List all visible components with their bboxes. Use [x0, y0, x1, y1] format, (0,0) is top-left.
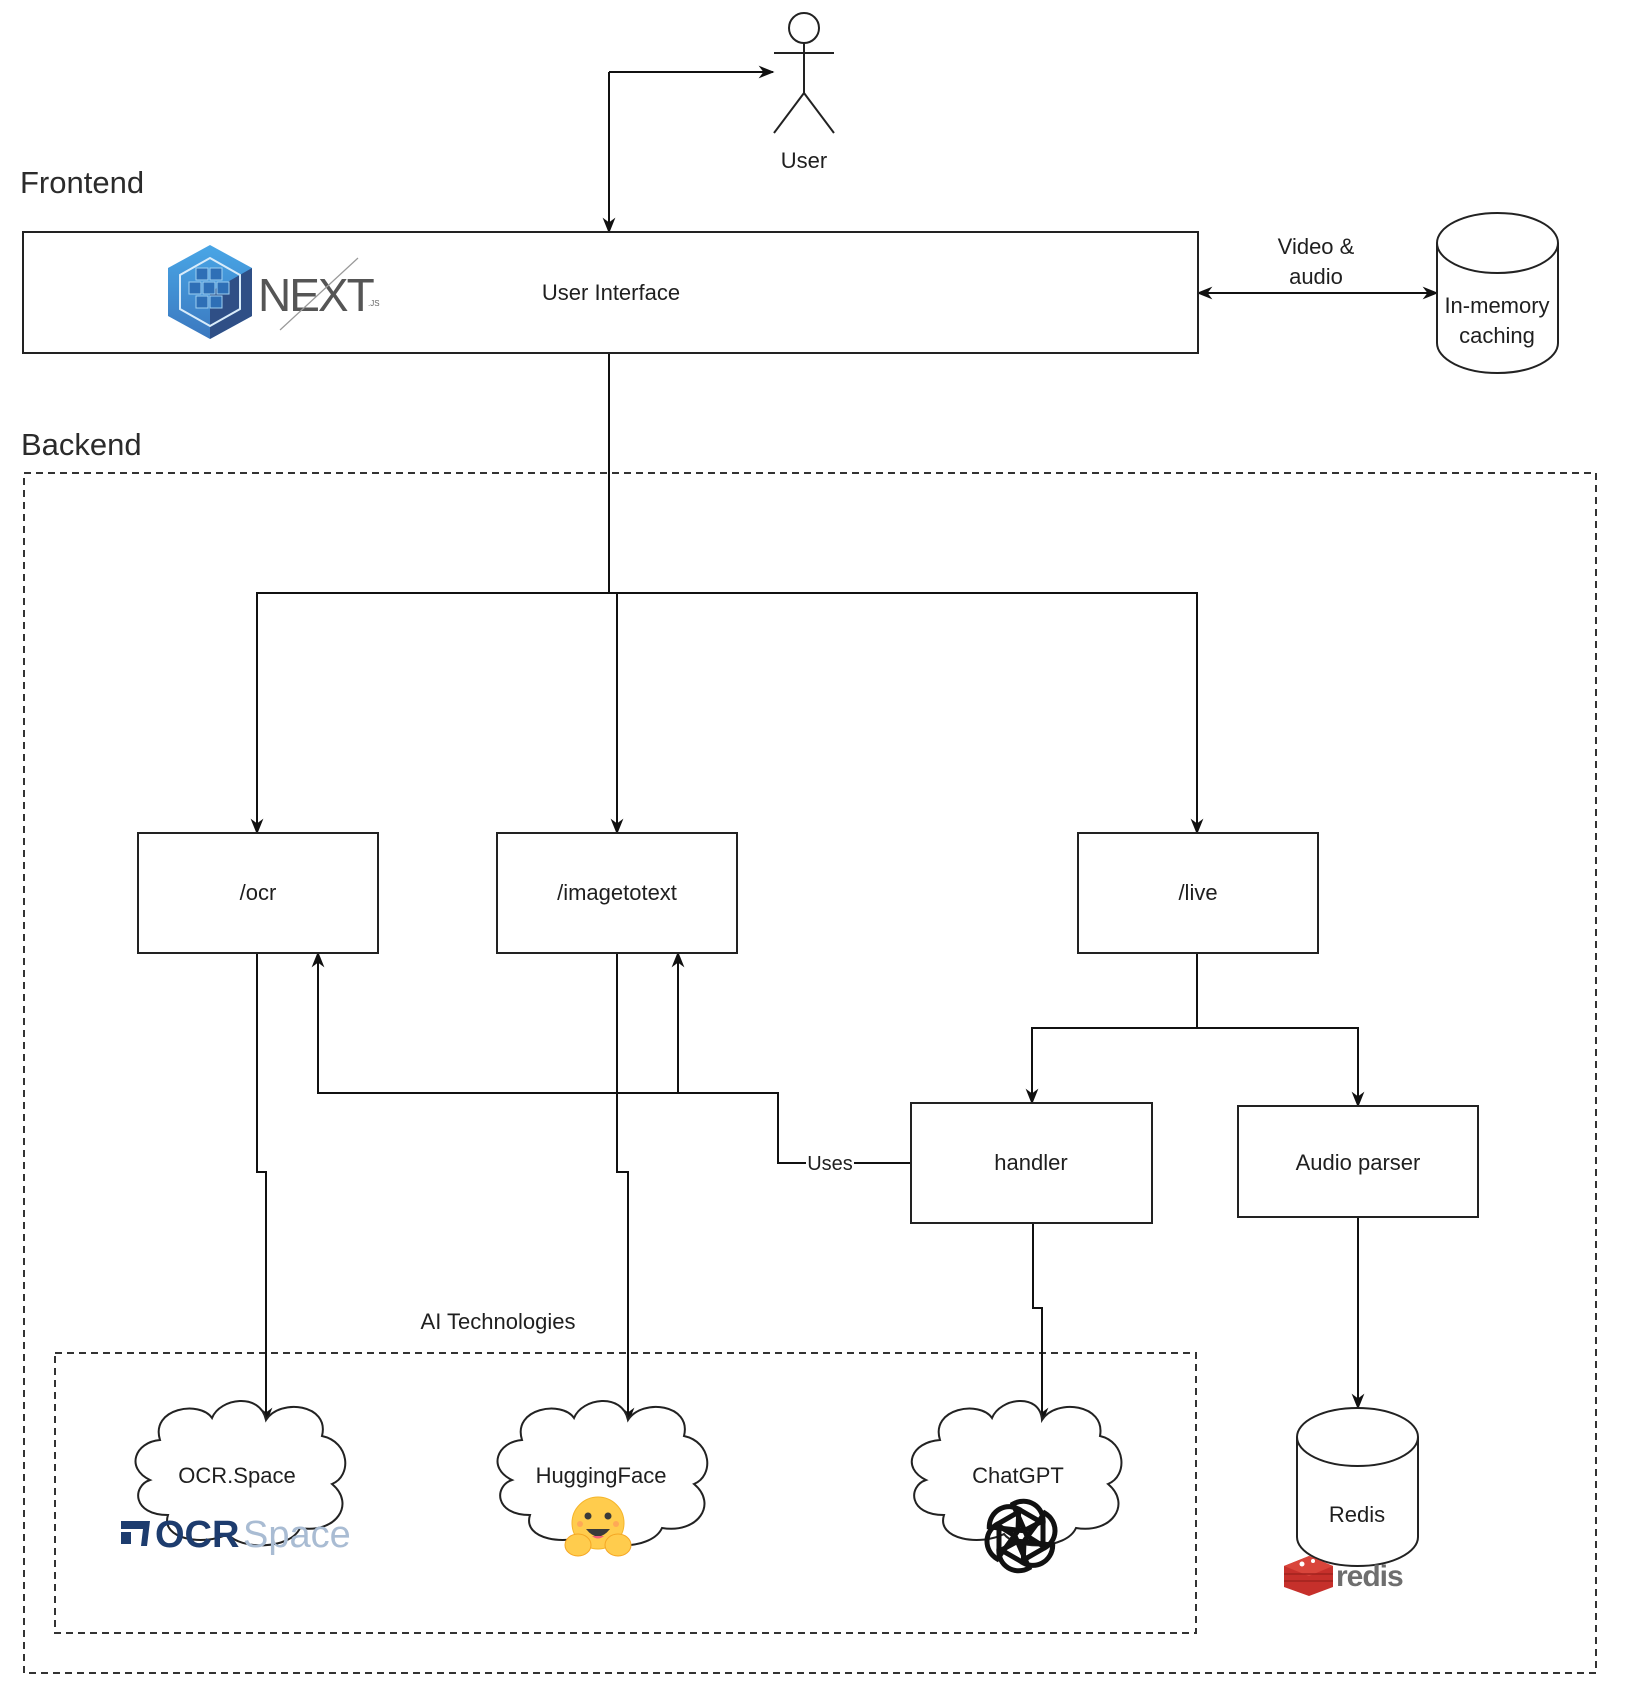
redis-node[interactable]: Redis redis [1284, 1407, 1419, 1596]
backend-section-label: Backend [21, 427, 142, 462]
user-label: User [781, 148, 827, 173]
edge-live-to-audio-parser[interactable] [1197, 1027, 1365, 1108]
edge-ui-to-ocr[interactable] [250, 592, 609, 835]
edge-label-video-audio-line2: audio [1289, 264, 1343, 289]
edges: Video & audio Uses [250, 65, 1439, 1424]
stick-figure-actor-icon [773, 12, 835, 134]
redis-label: Redis [1329, 1502, 1385, 1527]
audio-parser-label: Audio parser [1296, 1150, 1421, 1175]
chatgpt-label: ChatGPT [972, 1463, 1064, 1488]
svg-text:OCR: OCR [155, 1514, 239, 1556]
openai-logo-icon [980, 1499, 1062, 1572]
in-memory-cache-node[interactable]: In-memory caching [1436, 212, 1559, 374]
edge-handler-to-ocr[interactable] [311, 951, 806, 1164]
live-endpoint-node[interactable]: /live [1077, 832, 1319, 954]
nextjs-logo: NEXT .JS [168, 245, 380, 339]
cache-label-line2: caching [1459, 323, 1535, 348]
svg-text:Space: Space [243, 1514, 351, 1556]
user-interface-node[interactable]: NEXT .JS User Interface [22, 231, 1199, 354]
backend-container [23, 472, 1597, 1674]
edge-ui-to-imagetotext[interactable] [609, 592, 624, 835]
edge-live-to-handler[interactable] [1025, 953, 1198, 1105]
svg-text:NEXT: NEXT [258, 269, 375, 321]
huggingface-label: HuggingFace [536, 1463, 667, 1488]
edge-label-uses: Uses [807, 1153, 853, 1175]
audio-parser-node[interactable]: Audio parser [1237, 1105, 1479, 1218]
edge-ocr-to-ocrspace[interactable] [256, 953, 273, 1424]
frontend-section-label: Frontend [20, 165, 144, 200]
handler-label: handler [994, 1150, 1067, 1175]
cloud-shape [134, 1400, 347, 1547]
ocr-space-service[interactable]: OCR.Space OCR Space [121, 1400, 351, 1556]
svg-text:.JS: .JS [368, 299, 380, 308]
ai-technologies-container [54, 1352, 1197, 1634]
cloud-shape [910, 1400, 1123, 1547]
ocr-label: /ocr [240, 880, 277, 905]
ocr-endpoint-node[interactable]: /ocr [137, 832, 379, 954]
redis-logo: redis [1284, 1556, 1404, 1596]
ocr-space-logo: OCR Space [121, 1514, 351, 1556]
cloud-shape [496, 1400, 709, 1547]
imagetotext-endpoint-node[interactable]: /imagetotext [496, 832, 738, 954]
handler-node[interactable]: handler [910, 1102, 1153, 1224]
imagetotext-label: /imagetotext [557, 880, 677, 905]
huggingface-service[interactable]: HuggingFace [496, 1400, 709, 1557]
edge-handler-to-chatgpt[interactable] [1032, 1223, 1049, 1424]
user-actor[interactable]: User [773, 12, 835, 173]
edge-label-video-audio-line1: Video & [1278, 234, 1355, 259]
edge-ui-to-live[interactable] [609, 592, 1204, 835]
hugging-face-emoji-icon [564, 1496, 632, 1557]
ai-technologies-label: AI Technologies [421, 1309, 576, 1334]
chatgpt-service[interactable]: ChatGPT [910, 1400, 1123, 1573]
user-interface-label: User Interface [542, 280, 680, 305]
svg-text:redis: redis [1336, 1560, 1403, 1593]
edge-imagetotext-to-huggingface[interactable] [616, 953, 635, 1424]
live-label: /live [1178, 880, 1217, 905]
ocr-space-label: OCR.Space [178, 1463, 295, 1488]
cache-label-line1: In-memory [1444, 293, 1549, 318]
